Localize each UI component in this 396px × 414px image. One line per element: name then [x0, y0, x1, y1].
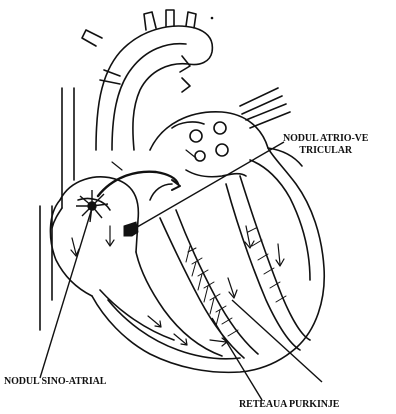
heart-outline [92, 148, 324, 372]
stray-dot [211, 17, 214, 20]
sa-node-label: NODUL SINO-ATRIAL [4, 376, 106, 387]
av-node [124, 222, 138, 236]
aortic-arch [82, 10, 212, 150]
purkinje-network [186, 228, 286, 336]
vena-cava [40, 88, 74, 330]
left-atrium [150, 112, 268, 161]
leader-av-node [132, 142, 284, 230]
av-node-label-line1: NODUL ATRIO-VE [283, 133, 368, 145]
av-node-label-line2: TRICULAR [283, 145, 368, 157]
leader-sa-node [40, 208, 92, 378]
purkinje-label: RETEAUA PURKINJE [239, 399, 339, 410]
av-node-label: NODUL ATRIO-VE TRICULAR [283, 133, 368, 157]
flow-arrows [71, 150, 284, 346]
sa-node [76, 190, 108, 222]
pulmonary-veins [240, 88, 290, 128]
